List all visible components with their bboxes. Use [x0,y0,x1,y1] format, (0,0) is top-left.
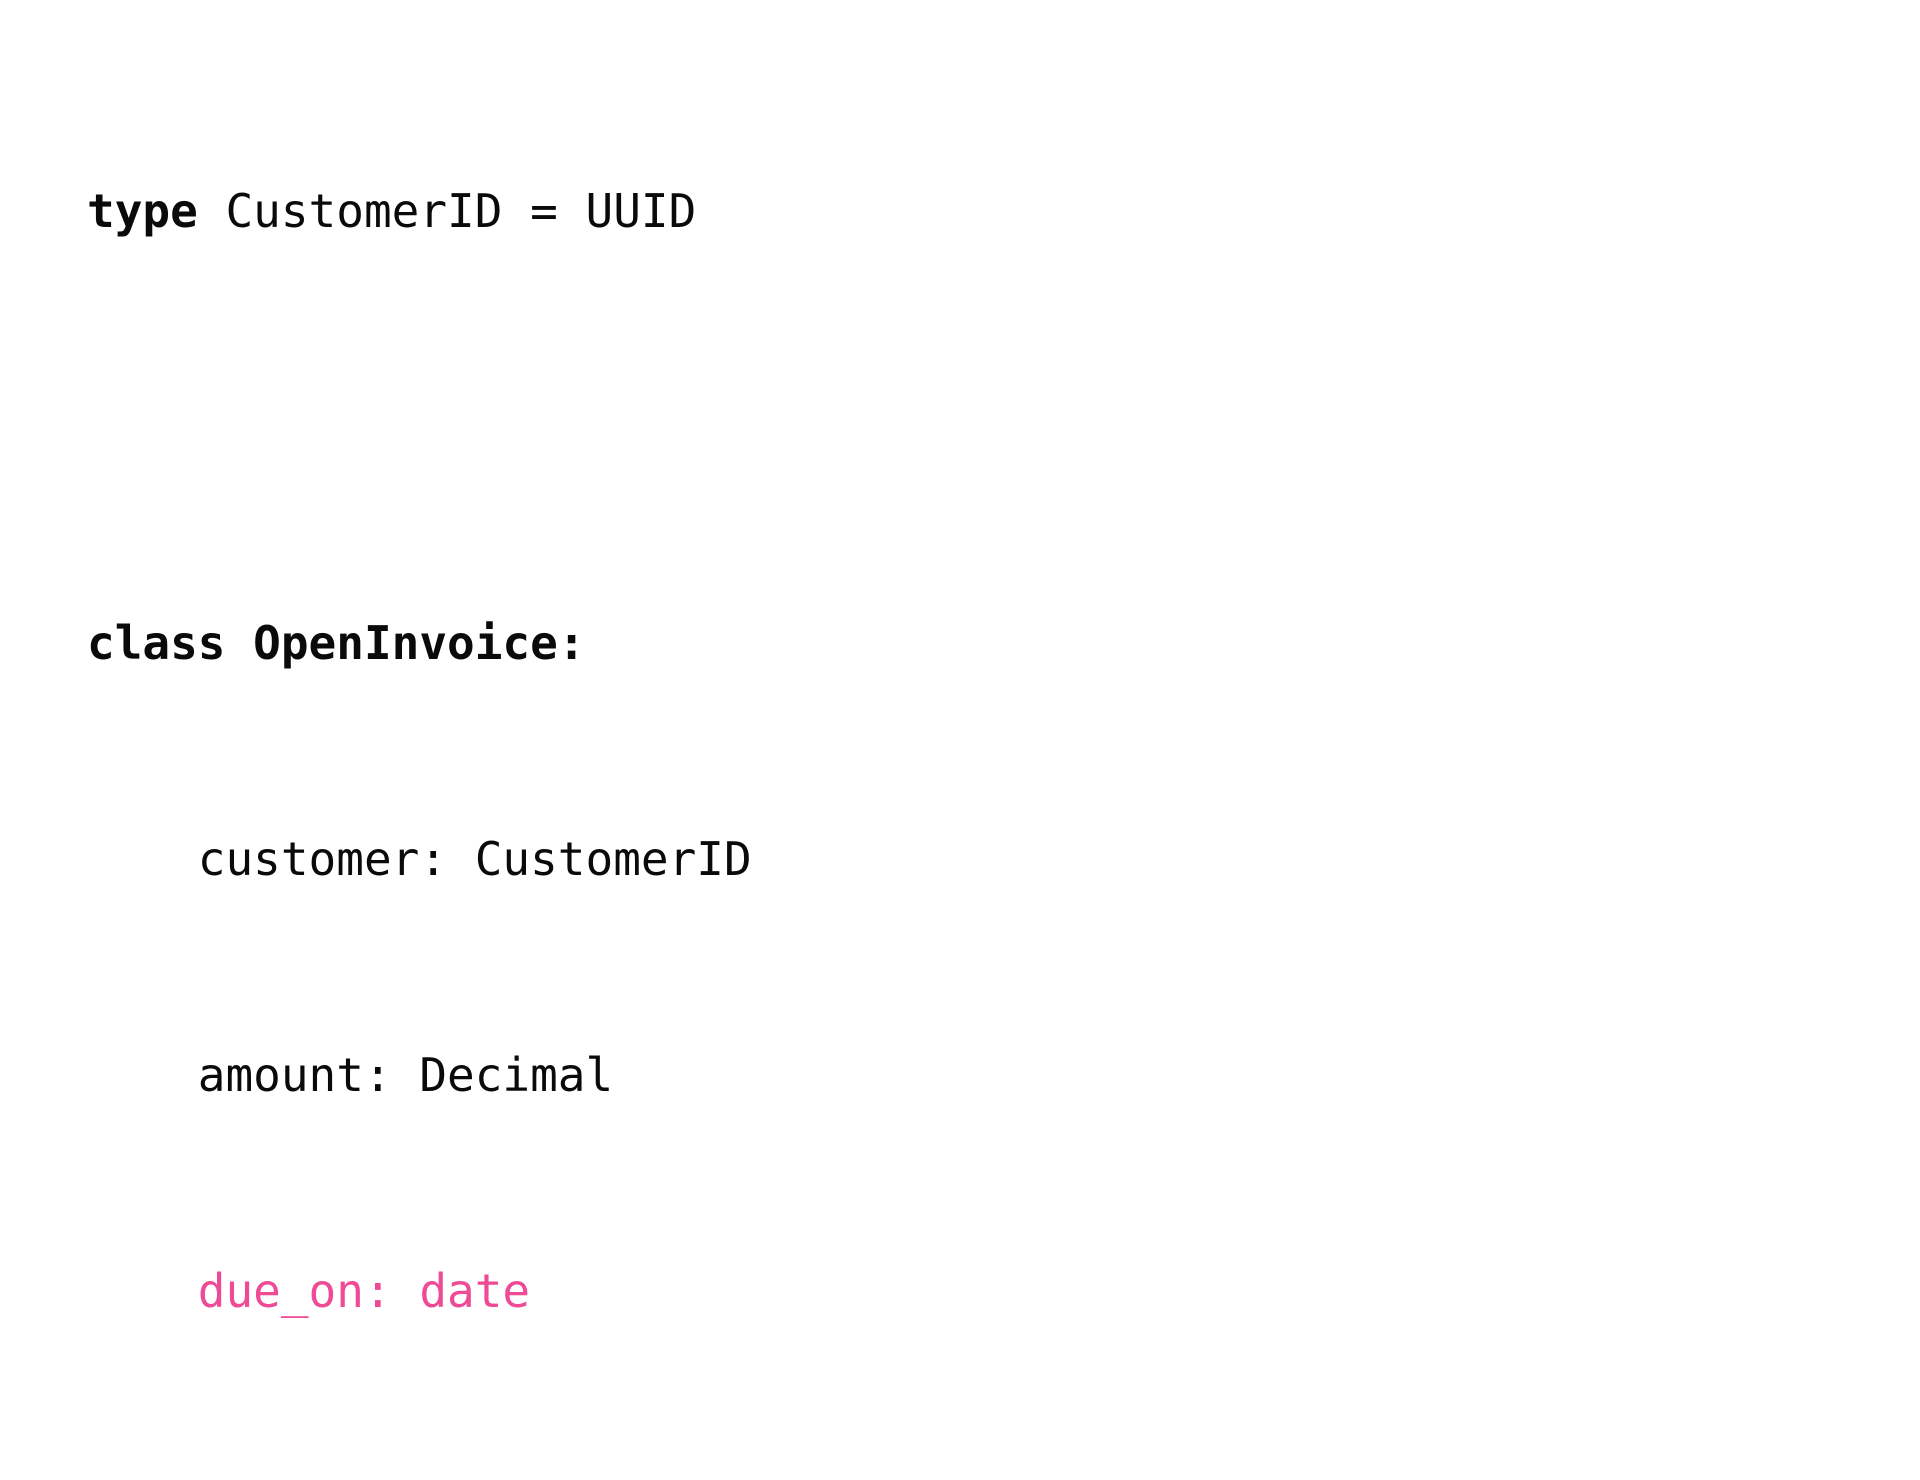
code-line-1: type CustomerID = UUID [87,184,752,238]
class-definition-openinvoice: class OpenInvoice: [87,616,586,670]
code-line-2-blank [87,400,752,454]
code-block: type CustomerID = UUID class OpenInvoice… [87,22,752,1480]
code-line-4: customer: CustomerID [87,832,752,886]
code-line-5: amount: Decimal [87,1048,752,1102]
keyword-type: type [87,184,198,238]
field-amount: amount: Decimal [87,1048,614,1102]
code-line-6: due_on: date [87,1264,752,1318]
field-due-on-highlighted: due_on: date [87,1264,531,1318]
field-customer: customer: CustomerID [87,832,752,886]
type-alias-declaration: CustomerID = UUID [197,184,697,238]
code-line-3: class OpenInvoice: [87,616,752,670]
code-snippet-canvas: type CustomerID = UUID class OpenInvoice… [87,184,752,1318]
